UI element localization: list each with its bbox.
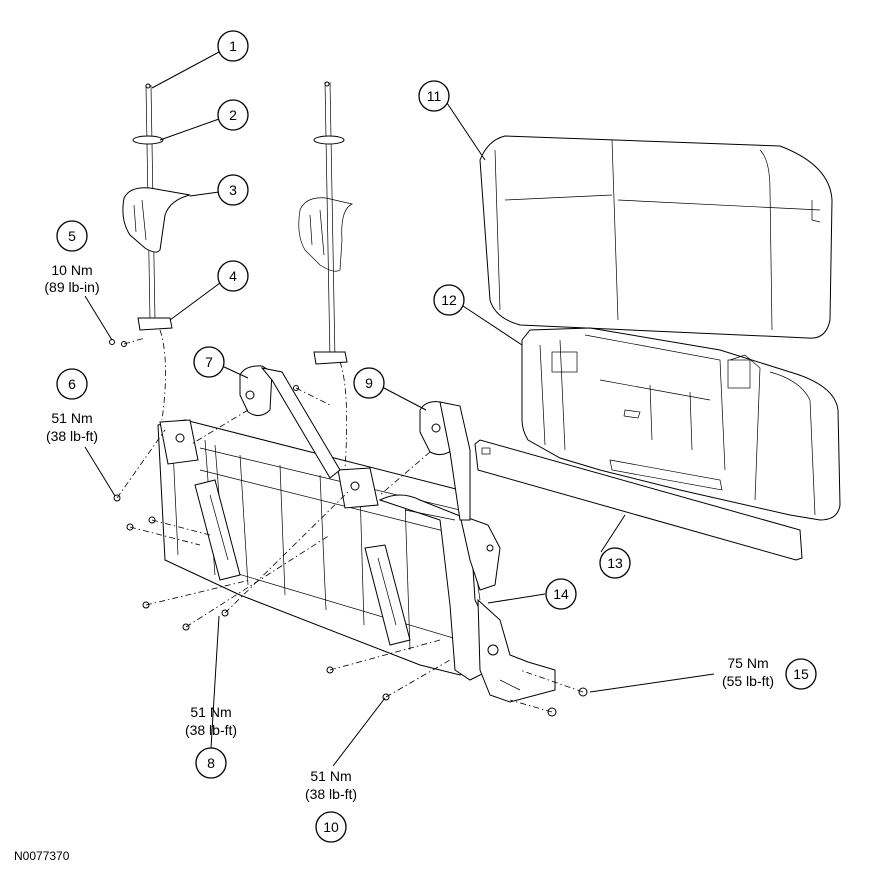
- torque-10-metric: 51 Nm: [310, 768, 351, 784]
- torque-5-imperial: (89 lb-in): [44, 279, 99, 295]
- torque-8-metric: 51 Nm: [190, 704, 231, 720]
- callout-5-number: 5: [68, 228, 76, 244]
- callout-8: 51 Nm (38 lb-ft) 8: [185, 704, 237, 779]
- alignment-lines: [116, 329, 584, 713]
- torque-5-metric: 10 Nm: [51, 262, 92, 278]
- seat-frame: [157, 419, 556, 703]
- callout-8-number: 8: [207, 755, 215, 771]
- callout-3: 3: [217, 174, 249, 206]
- torque-15-imperial: (55 lb-ft): [722, 673, 774, 689]
- callout-7-number: 7: [205, 354, 213, 370]
- callout-9-number: 9: [365, 375, 373, 391]
- callout-6: 6 51 Nm (38 lb-ft): [46, 368, 98, 444]
- seat-back-cushion: [479, 135, 833, 339]
- leader-lines: [84, 51, 715, 767]
- callout-1: 1: [217, 30, 249, 62]
- callout-5: 5 10 Nm (89 lb-in): [44, 220, 100, 295]
- callout-14: 14: [545, 578, 577, 610]
- callout-1-number: 1: [229, 38, 237, 54]
- callout-10: 51 Nm (38 lb-ft) 10: [305, 768, 357, 843]
- seatbelt-brackets: [239, 365, 471, 521]
- torque-6-metric: 51 Nm: [51, 410, 92, 426]
- torque-6-imperial: (38 lb-ft): [46, 428, 98, 444]
- callout-12: 12: [433, 284, 465, 316]
- callout-4: 4: [217, 260, 249, 292]
- callout-15-number: 15: [793, 666, 809, 682]
- figure-code: N0077370: [14, 849, 70, 863]
- headrest-guides: [109, 317, 348, 391]
- callout-4-number: 4: [229, 268, 237, 284]
- torque-15-metric: 75 Nm: [727, 655, 768, 671]
- trim-strip: [474, 439, 803, 561]
- callout-12-number: 12: [441, 292, 457, 308]
- callout-6-number: 6: [68, 376, 76, 392]
- callout-2: 2: [217, 99, 249, 131]
- callout-2-number: 2: [229, 107, 237, 123]
- headrest-rods: [132, 81, 345, 361]
- seat-back-panel: [521, 327, 841, 521]
- callout-9: 9: [353, 367, 385, 399]
- torque-10-imperial: (38 lb-ft): [305, 786, 357, 802]
- callout-11-number: 11: [427, 88, 442, 104]
- headrest-pads: [122, 187, 354, 272]
- callout-15: 75 Nm (55 lb-ft) 15: [722, 655, 817, 690]
- callout-11: 11: [418, 80, 450, 112]
- torque-8-imperial: (38 lb-ft): [185, 722, 237, 738]
- callout-13: 13: [599, 547, 631, 579]
- callout-10-number: 10: [323, 819, 339, 835]
- callout-3-number: 3: [229, 182, 237, 198]
- callout-7: 7: [193, 346, 225, 378]
- callout-14-number: 14: [553, 586, 569, 602]
- callout-13-number: 13: [607, 555, 623, 571]
